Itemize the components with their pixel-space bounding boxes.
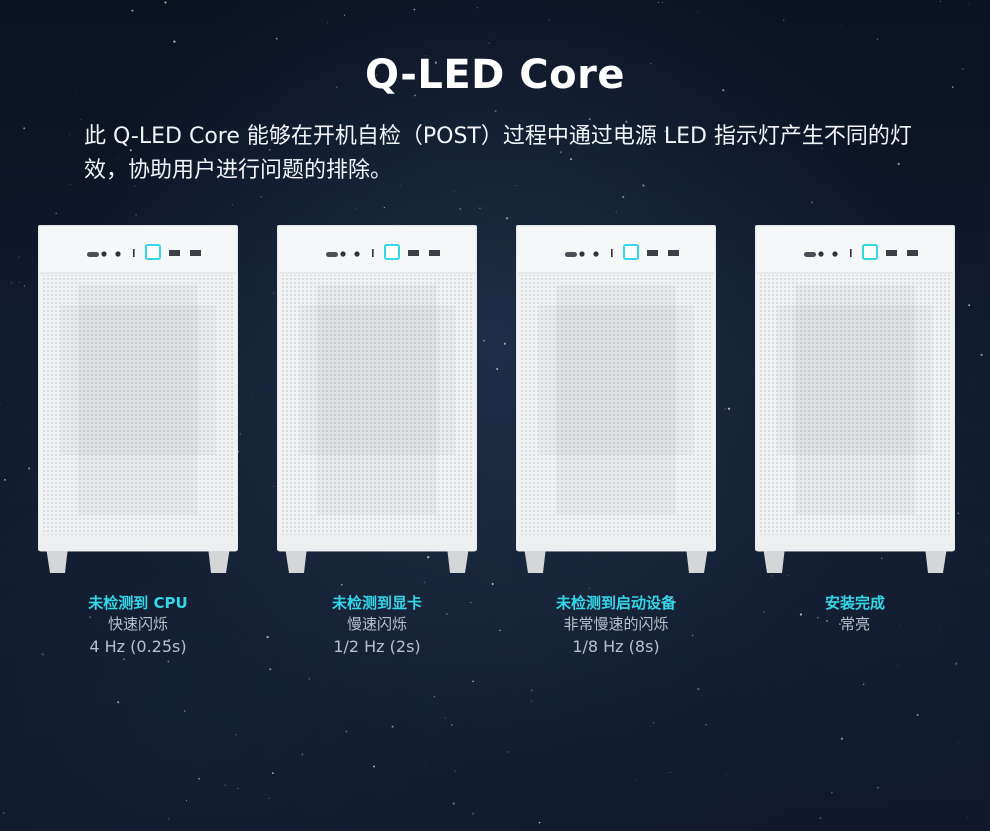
reset-indicator: [133, 249, 135, 257]
reset-indicator: [372, 249, 374, 257]
case-foot: [208, 547, 230, 573]
case-blink-frequency: 1/2 Hz (2s): [333, 637, 421, 656]
case-foot: [763, 547, 785, 573]
page-title: Q-LED Core: [365, 52, 625, 98]
usb-a-port: [429, 250, 440, 256]
usb-c-port: [326, 252, 338, 257]
case-top-panel: [757, 227, 953, 273]
pc-case-gpu: [277, 225, 477, 575]
power-led-button: [862, 244, 878, 260]
reset-indicator: [611, 249, 613, 257]
case-mesh-panel: [42, 275, 234, 535]
case-foot: [524, 547, 546, 573]
case-label-cpu: 未检测到 CPU 快速闪烁 4 Hz (0.25s): [18, 592, 258, 659]
power-led-button: [384, 244, 400, 260]
pc-case-cpu: [38, 225, 238, 575]
case-label-gpu: 未检测到显卡 慢速闪烁 1/2 Hz (2s): [257, 592, 497, 659]
case-top-panel: [40, 227, 236, 273]
case-foot: [46, 547, 68, 573]
audio-jack: [354, 251, 360, 257]
case-blink-pattern: 非常慢速的闪烁: [563, 615, 669, 633]
usb-c-port: [87, 252, 99, 257]
page-description: 此 Q-LED Core 能够在开机自检（POST）过程中通过电源 LED 指示…: [84, 124, 912, 183]
audio-jack: [832, 251, 838, 257]
case-mesh-panel: [281, 275, 473, 535]
audio-jack: [579, 251, 585, 257]
case-label-boot-device: 未检测到启动设备 非常慢速的闪烁 1/8 Hz (8s): [496, 592, 736, 659]
case-bottom-trim: [279, 535, 475, 551]
case-status-text: 安装完成: [824, 594, 885, 612]
usb-a-port: [886, 250, 897, 256]
pc-case-boot-device: [516, 225, 716, 575]
audio-jack: [101, 251, 107, 257]
case-bottom-trim: [757, 535, 953, 551]
pc-case-complete: [755, 225, 955, 575]
usb-c-port: [804, 252, 816, 257]
case-blink-pattern: 慢速闪烁: [346, 615, 407, 633]
usb-a-port: [647, 250, 658, 256]
usb-a-port: [408, 250, 419, 256]
usb-a-port: [668, 250, 679, 256]
audio-jack: [593, 251, 599, 257]
case-bottom-trim: [40, 535, 236, 551]
case-foot: [925, 547, 947, 573]
usb-a-port: [169, 250, 180, 256]
case-foot: [285, 547, 307, 573]
case-foot: [447, 547, 469, 573]
case-label-complete: 安装完成 常亮: [735, 592, 975, 635]
case-blink-frequency: 4 Hz (0.25s): [89, 637, 187, 656]
usb-a-port: [907, 250, 918, 256]
case-blink-pattern: 常亮: [839, 615, 870, 633]
usb-c-port: [565, 252, 577, 257]
audio-jack: [340, 251, 346, 257]
case-top-panel: [518, 227, 714, 273]
case-mesh-panel: [759, 275, 951, 535]
case-foot: [686, 547, 708, 573]
case-status-text: 未检测到显卡: [331, 594, 422, 612]
case-status-text: 未检测到 CPU: [88, 594, 188, 612]
case-blink-pattern: 快速闪烁: [107, 615, 168, 633]
case-status-text: 未检测到启动设备: [555, 594, 676, 612]
usb-a-port: [190, 250, 201, 256]
reset-indicator: [850, 249, 852, 257]
case-blink-frequency: 1/8 Hz (8s): [572, 637, 660, 656]
case-bottom-trim: [518, 535, 714, 551]
power-led-button: [623, 244, 639, 260]
power-led-button: [145, 244, 161, 260]
audio-jack: [818, 251, 824, 257]
case-mesh-panel: [520, 275, 712, 535]
audio-jack: [115, 251, 121, 257]
case-top-panel: [279, 227, 475, 273]
